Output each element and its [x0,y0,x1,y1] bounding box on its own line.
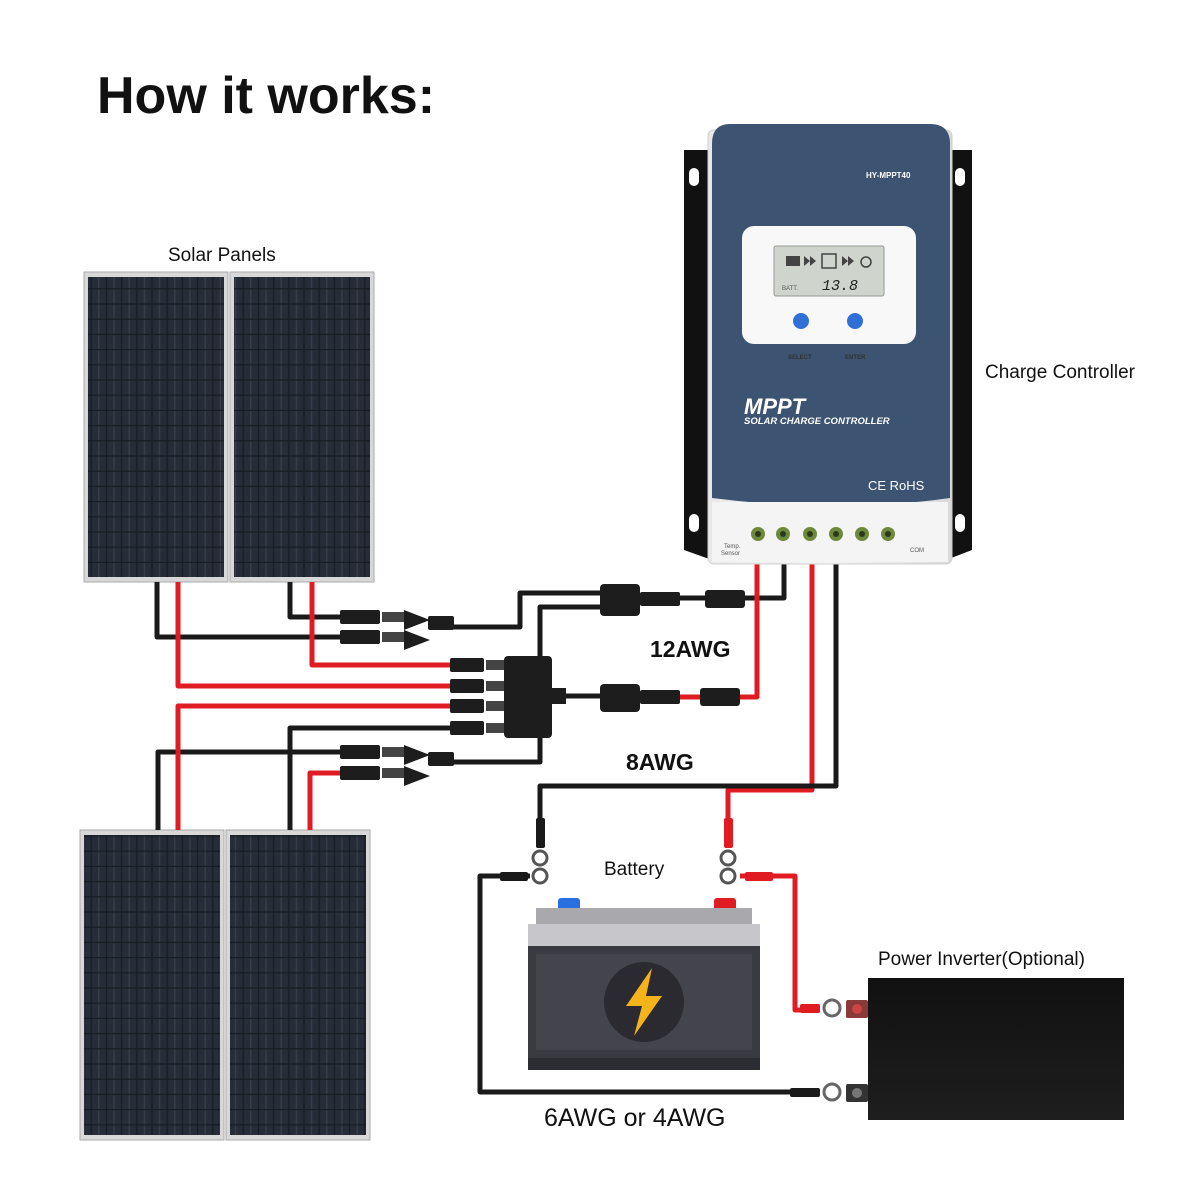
controller-wire-gauge: 12AWG [650,636,731,662]
controller-model: HY-MPPT40 [866,171,911,180]
battery-cable-lugs [531,818,737,885]
lcd-reading: 13.8 [822,278,858,295]
controller-input-wiring [680,560,787,700]
lcd-tag: BATT. [782,286,798,292]
controller-subtitle: SOLAR CHARGE CONTROLLER [744,416,890,427]
temp-sensor-label-line1: Temp. [724,544,741,550]
lightning-bolt-icon [626,968,662,1036]
controller-terminals [751,527,895,541]
select-label: SELECT [788,355,812,361]
solar-panel-bottom-left [79,829,225,1141]
battery [528,898,760,1070]
controller-brand: MPPT [744,394,807,419]
battery-label: Battery [604,859,665,880]
lcd-unit: v [853,286,856,292]
page-title: How it works: [97,67,435,125]
mc4-connectors [340,584,745,786]
solar-panels-label: Solar Panels [168,245,276,266]
controller-certification: CE RoHS [868,478,925,493]
inverter-wire-gauge: 6AWG or 4AWG [544,1104,726,1132]
com-port-label: COM [910,548,924,554]
panel-wiring [154,582,600,830]
battery-wiring [537,560,839,820]
temp-sensor-label-line2: Sensor [721,551,740,557]
solar-panel-bottom-right [225,829,371,1141]
charge-controller: HY-MPPT40 BATT. 13.8 v SELECT ENTER MPPT… [684,124,972,565]
solar-panel-top-right [229,271,375,583]
inverter-negative-terminal [852,1088,862,1098]
charge-controller-label: Charge Controller [985,362,1136,383]
solar-panel-top-left [83,271,229,583]
enter-label: ENTER [845,355,866,361]
inverter-wiring [477,872,842,1102]
enter-button[interactable] [847,313,863,329]
lcd-status-icons [786,253,872,269]
battery-wire-gauge: 8AWG [626,749,694,775]
inverter-positive-terminal [852,1004,862,1014]
select-button[interactable] [793,313,809,329]
power-inverter [846,978,1124,1120]
inverter-label: Power Inverter(Optional) [878,949,1085,970]
